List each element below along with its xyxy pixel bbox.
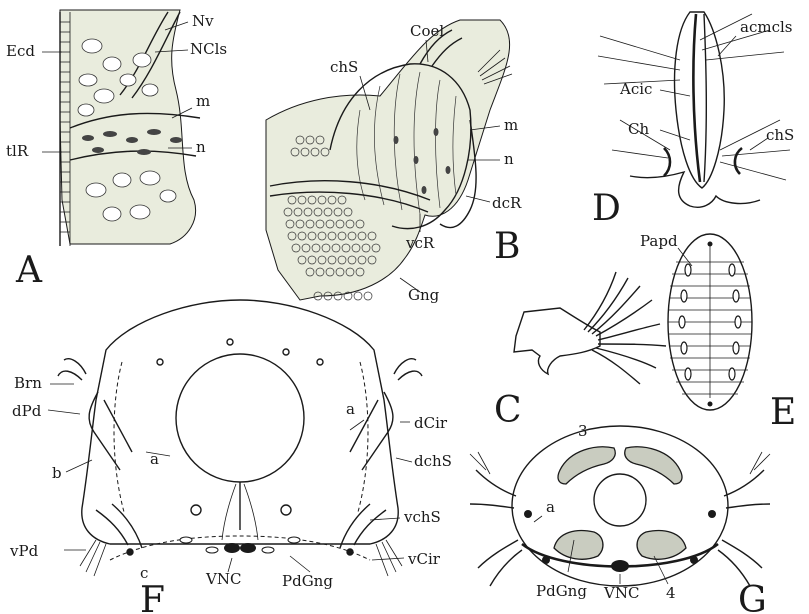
panel-g-label-3: 3	[578, 422, 588, 440]
panel-c: C	[494, 272, 666, 431]
panel-a-tissue	[60, 10, 196, 244]
panel-g-ganglia	[524, 510, 716, 564]
panel-b-label-dcr: dcR	[492, 194, 522, 212]
panel-f-label-a-right: a	[346, 400, 355, 418]
panel-d-base	[630, 172, 760, 207]
panel-a-label-ncls: NCls	[190, 40, 227, 58]
panel-g-label-vnc: VNC	[603, 584, 639, 602]
panel-a-label-m: m	[196, 92, 210, 110]
panel-b-letter: B	[494, 226, 520, 267]
panel-a-label-nv: Nv	[192, 12, 214, 30]
panel-f-label-pdgng: PdGng	[282, 572, 333, 590]
panel-g-letter: G	[738, 580, 767, 614]
panel-e-posterior-pore	[708, 402, 713, 407]
panel-d: acmcls Acic Ch chS D	[592, 12, 794, 229]
panel-a-letter: A	[15, 250, 43, 291]
panel-e-letter: E	[770, 392, 796, 433]
panel-c-parapodium	[514, 308, 600, 374]
panel-g-label-4: 4	[666, 584, 676, 602]
panel-a-label-ecd: Ecd	[6, 42, 35, 60]
panel-f-label-vchs: vchS	[403, 508, 441, 526]
panel-b-label-m: m	[504, 116, 518, 134]
panel-f-label-b: b	[52, 464, 62, 482]
panel-d-chaetal-sac	[735, 148, 742, 174]
panel-d-label-acmcls: acmcls	[740, 18, 792, 36]
panel-c-letter: C	[494, 390, 522, 431]
panel-g-label-pdgng: PdGng	[536, 582, 587, 600]
panel-d-letter: D	[592, 188, 621, 229]
panel-a-label-tlr: tlR	[6, 142, 29, 160]
panel-c-chaetae	[584, 272, 666, 384]
panel-f-label-vcir: vCir	[407, 550, 441, 568]
panel-f-letter: F	[140, 580, 165, 614]
panel-f-label-dchs: dchS	[414, 452, 452, 470]
panel-d-label-ch: Ch	[628, 120, 649, 138]
panel-f: Brn dPd b a a dCir dchS vchS vPd c VNC P…	[9, 300, 452, 614]
panel-e: Papd E	[640, 232, 796, 433]
panel-f-dashed-right	[358, 362, 368, 512]
panel-d-label-chs: chS	[766, 126, 794, 144]
panel-g: 3 a PdGng VNC 4 G	[470, 422, 770, 614]
panel-b-label-gng: Gng	[408, 286, 440, 304]
panel-f-label-dpd: dPd	[12, 402, 42, 420]
panel-e-anterior-pore	[708, 242, 713, 247]
panel-g-muscle-4-left	[554, 531, 603, 560]
panel-d-aciculum	[693, 14, 700, 182]
panel-f-label-brn: Brn	[14, 374, 42, 392]
panel-f-label-dcir: dCir	[414, 414, 448, 432]
panel-f-vnc	[180, 537, 300, 553]
panel-b-label-vcr: vcR	[405, 234, 435, 252]
panel-f-gut	[176, 354, 304, 482]
panel-g-muscle-4-right	[637, 531, 686, 560]
panel-g-vnc	[611, 560, 629, 572]
panel-f-label-a-left: a	[150, 450, 159, 468]
panel-b-label-coel: Coel	[410, 22, 444, 40]
panel-a-label-n: n	[196, 138, 206, 156]
panel-e-label-papd: Papd	[640, 232, 678, 250]
panel-f-label-vpd: vPd	[9, 542, 39, 560]
panel-d-label-acic: Acic	[619, 80, 652, 98]
panel-b-label-n: n	[504, 150, 514, 168]
panel-a: Nv Ecd NCls m tlR n A	[6, 10, 227, 291]
panel-b-label-chs: chS	[330, 58, 358, 76]
panel-d-sheath	[675, 12, 725, 188]
panel-g-label-a: a	[546, 498, 555, 516]
panel-g-gut	[594, 474, 646, 526]
panel-b: chS Coel m n dcR vcR Gng B	[266, 20, 522, 304]
panel-f-dashed-left	[114, 362, 124, 512]
panel-f-label-vnc: VNC	[205, 570, 241, 588]
